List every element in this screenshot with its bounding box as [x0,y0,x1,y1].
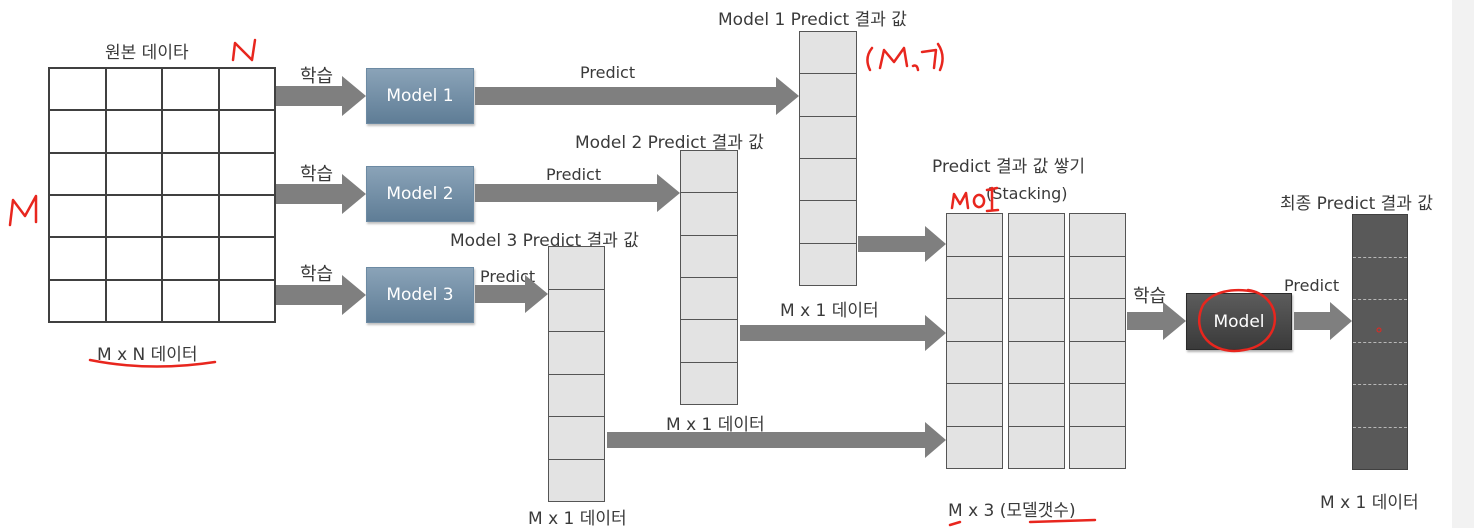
stacking-subtitle: (Stacking) [986,184,1068,203]
model-3-predict-column [548,246,605,502]
model-3-box: Model 3 [366,267,474,323]
stacking-title: Predict 결과 값 쌓기 [932,157,1085,177]
stack-arrow-1 [858,226,946,262]
annotation-m1 [866,42,944,72]
model-3-predict-title: Model 3 Predict 결과 값 [450,231,639,251]
model-2-predict-column [680,150,738,405]
model-2-box: Model 2 [366,166,474,222]
final-model-box: Model [1186,293,1292,350]
mx3-label: M x 3 (모델갯수) [948,501,1076,521]
learn-label-1: 학습 [300,66,334,87]
final-predict-column [1352,214,1408,470]
model-1-box: Model 1 [366,68,474,124]
stacked-column-1 [946,213,1003,469]
final-mx1-label: M x 1 데이터 [1320,493,1419,513]
stack-arrow-3 [607,422,946,458]
right-edge-panel [1452,0,1474,528]
predict-label-1: Predict [580,63,636,82]
stacked-column-3 [1069,213,1126,469]
learn-label-final: 학습 [1133,286,1167,307]
learn-label-2: 학습 [300,164,334,185]
mx1-label-model-3-column: M x 1 데이터 [528,509,627,529]
final-predict-title: 최종 Predict 결과 값 [1280,194,1433,214]
model-1-predict-column [799,31,857,286]
predict-arrow-1 [475,77,799,115]
original-data-title: 원본 데이타 [105,43,189,63]
mx1-label-model-3: M x 1 데이터 [666,415,765,435]
mx1-label-model-2: M x 1 데이터 [780,301,879,321]
annotation-m [8,194,38,227]
predict-arrow-final [1294,302,1352,340]
predict-label-3: Predict [480,267,536,286]
annotation-n [231,38,257,62]
original-data-grid [48,67,276,323]
model-2-predict-title: Model 2 Predict 결과 값 [575,133,764,153]
predict-label-2: Predict [546,165,602,184]
stacked-column-2 [1008,213,1065,469]
mxn-data-label: M x N 데이터 [97,345,198,365]
model-1-predict-title: Model 1 Predict 결과 값 [718,10,907,30]
learn-label-3: 학습 [300,264,334,285]
predict-label-final: Predict [1284,276,1340,295]
